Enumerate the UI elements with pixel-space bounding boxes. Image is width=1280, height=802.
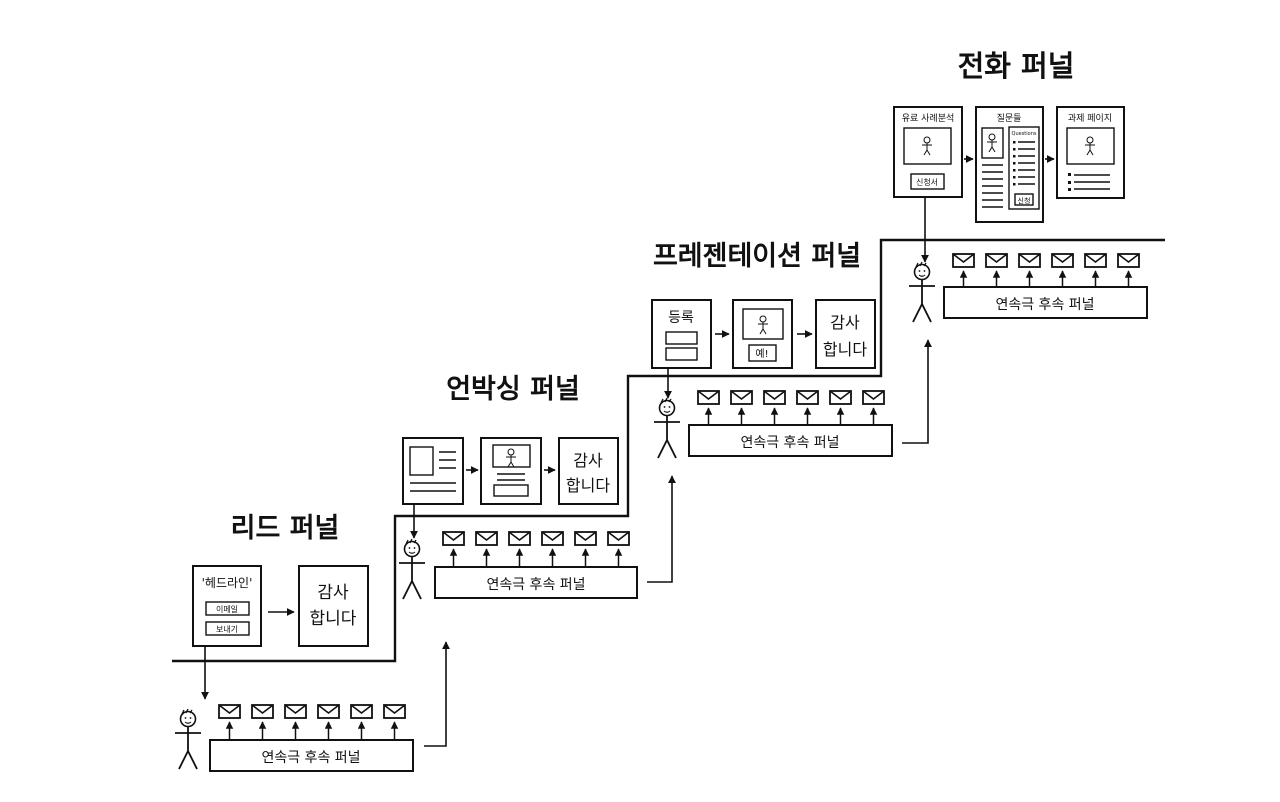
questions-text-lines bbox=[982, 164, 1003, 208]
email-envelope-icon bbox=[508, 531, 531, 546]
arrow-to-next-stage bbox=[902, 339, 932, 444]
apply-button-label: 신청서 bbox=[916, 178, 938, 187]
stage-presentation-funnel: 프레젠테이션 퍼널 등록 예! 감사 합니다 연속극 후속 퍼널 bbox=[651, 241, 932, 459]
email-envelope-icon bbox=[1117, 253, 1140, 268]
product-image bbox=[409, 446, 434, 476]
stage-title: 전화 퍼널 bbox=[958, 49, 1075, 83]
email-envelope-icon bbox=[251, 704, 274, 719]
email-field bbox=[205, 601, 250, 616]
email-envelope-icon bbox=[763, 390, 786, 405]
email-envelope-icon bbox=[1051, 253, 1074, 268]
prospect-figure bbox=[174, 708, 202, 770]
bullet-list bbox=[1068, 173, 1110, 191]
thank-you-line1: 감사 bbox=[317, 583, 349, 603]
email-envelope-icon bbox=[1018, 253, 1041, 268]
case-study-title: 유료 사례분석 bbox=[902, 113, 955, 124]
question-items bbox=[1013, 141, 1035, 186]
submit-button bbox=[1014, 193, 1034, 206]
email-envelope-icon bbox=[574, 531, 597, 546]
registration-field bbox=[665, 331, 698, 345]
questions-title: 질문들 bbox=[997, 112, 1022, 124]
arrow-to-next-stage bbox=[424, 641, 450, 747]
registration-button bbox=[665, 347, 698, 361]
email-envelope-icon bbox=[218, 704, 241, 719]
staircase-line bbox=[172, 238, 1165, 663]
email-envelope-icon bbox=[985, 253, 1008, 268]
stage-title: 리드 퍼널 bbox=[231, 513, 340, 544]
thank-you-line2: 합니다 bbox=[823, 340, 867, 359]
email-envelope-icon bbox=[541, 531, 564, 546]
email-field-label: 이메일 bbox=[216, 604, 238, 614]
email-envelope-icon bbox=[952, 253, 975, 268]
email-sequence bbox=[952, 253, 1140, 288]
email-sequence bbox=[218, 704, 406, 739]
follow-up-series-label: 연속극 후속 퍼널 bbox=[261, 750, 360, 766]
submit-button-label: 보내기 bbox=[216, 625, 238, 634]
assignment-title: 과제 페이지 bbox=[1068, 113, 1112, 124]
order-button bbox=[493, 484, 529, 497]
email-envelope-icon bbox=[442, 531, 465, 546]
email-envelope-icon bbox=[862, 390, 885, 405]
email-sequence bbox=[697, 390, 885, 425]
follow-up-series-box bbox=[688, 424, 893, 457]
follow-up-series-label: 연속극 후속 퍼널 bbox=[740, 435, 839, 451]
email-envelope-icon bbox=[350, 704, 373, 719]
thank-you-line2: 합니다 bbox=[310, 609, 357, 629]
thank-you-page bbox=[815, 299, 876, 369]
apply-button bbox=[910, 173, 945, 190]
email-envelope-icon bbox=[317, 704, 340, 719]
prospect-figure bbox=[908, 261, 936, 323]
email-envelope-icon bbox=[475, 531, 498, 546]
stage-lead-funnel: 리드 퍼널 '헤드라인' 이메일 보내기 감사 합니다 연속극 후속 퍼널 bbox=[174, 513, 450, 772]
yes-button bbox=[748, 344, 777, 362]
follow-up-series-box bbox=[943, 286, 1148, 319]
follow-up-series-box bbox=[434, 566, 638, 599]
yes-button-label: 예! bbox=[755, 348, 768, 360]
stage-unboxing-funnel: 언박싱 퍼널 감사 합니다 연속극 후속 퍼널 bbox=[398, 374, 676, 600]
questions-panel bbox=[1008, 126, 1040, 210]
email-envelope-icon bbox=[697, 390, 720, 405]
email-envelope-icon bbox=[796, 390, 819, 405]
email-envelope-icon bbox=[730, 390, 753, 405]
email-envelope-icon bbox=[829, 390, 852, 405]
registration-label: 등록 bbox=[668, 310, 694, 326]
email-envelope-icon bbox=[383, 704, 406, 719]
submit-button bbox=[205, 621, 250, 636]
thank-you-line2: 합니다 bbox=[566, 476, 610, 495]
submit-button-label: 신청 bbox=[1018, 196, 1031, 205]
headline-text: '헤드라인' bbox=[202, 576, 253, 590]
questions-panel-title: Questions bbox=[1012, 131, 1037, 137]
email-envelope-icon bbox=[607, 531, 630, 546]
follow-up-series-label: 연속극 후속 퍼널 bbox=[486, 577, 585, 593]
email-envelope-icon bbox=[1084, 253, 1107, 268]
follow-up-series-label: 연속극 후속 퍼널 bbox=[995, 297, 1094, 313]
thank-you-page bbox=[558, 437, 619, 505]
arrow-to-next-stage bbox=[647, 475, 676, 583]
prospect-figure bbox=[398, 538, 426, 600]
email-envelope-icon bbox=[284, 704, 307, 719]
stage-phone-funnel: 전화 퍼널 유료 사례분석 신청서 질문들 Questions bbox=[893, 49, 1148, 323]
prospect-figure bbox=[653, 397, 681, 459]
stage-title: 프레젠테이션 퍼널 bbox=[653, 241, 861, 272]
thank-you-page bbox=[298, 565, 369, 647]
stage-title: 언박싱 퍼널 bbox=[446, 374, 580, 405]
thank-you-line1: 감사 bbox=[573, 451, 603, 470]
follow-up-series-box bbox=[209, 739, 414, 772]
thank-you-line1: 감사 bbox=[830, 313, 860, 332]
email-sequence bbox=[442, 531, 630, 566]
